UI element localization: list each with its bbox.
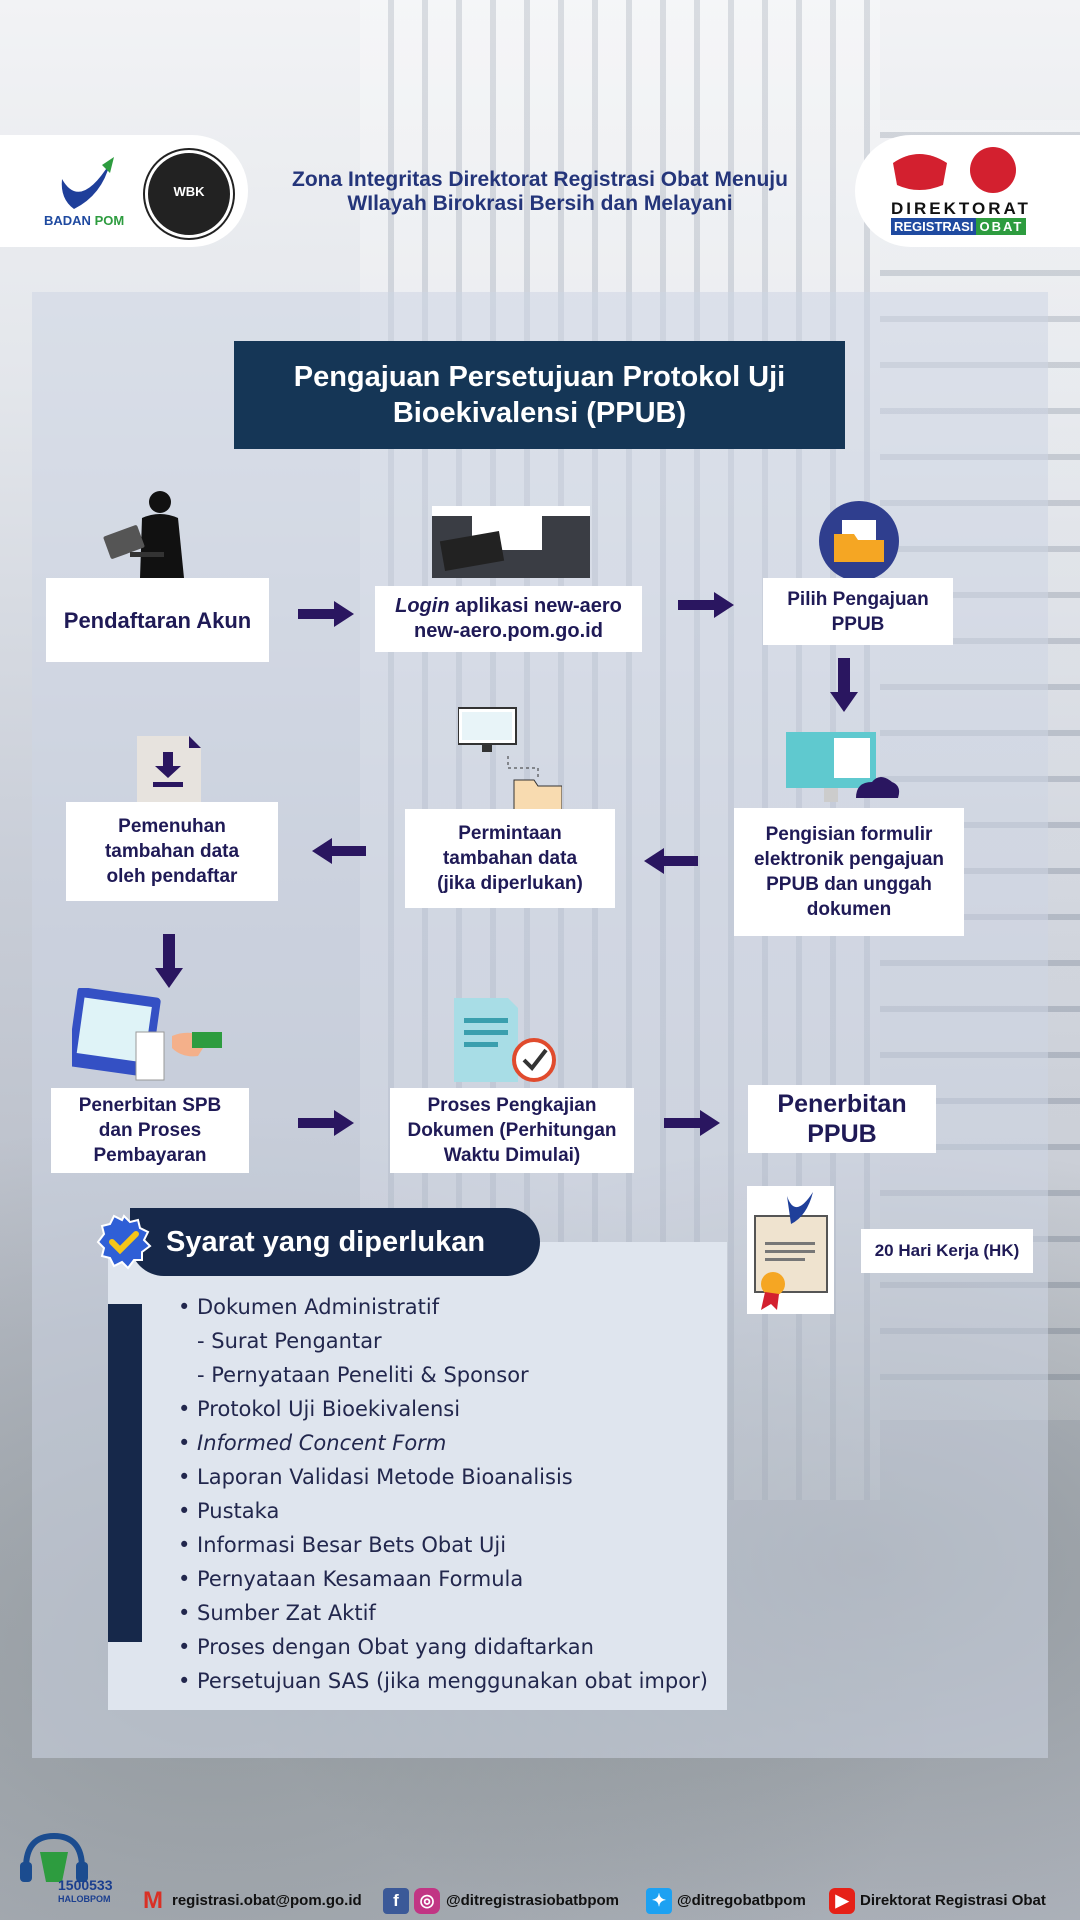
list-item: Sumber Zat Aktif [178,1596,708,1630]
hotline-headset-icon [20,1832,88,1882]
arrow-left-icon [644,848,698,874]
twitter-icon[interactable]: ✦ [646,1888,672,1914]
list-item: Laporan Validasi Metode Bioanalisis [178,1460,708,1494]
duration-label: 20 Hari Kerja (HK) [861,1229,1033,1273]
list-item: - Surat Pengantar [197,1329,382,1353]
arrow-right-icon [298,601,354,627]
header-title: Zona Integritas Direktorat Registrasi Ob… [292,168,788,215]
download-document-icon [137,736,201,802]
bpom-logo-icon [61,157,114,209]
arrow-down-icon [830,658,858,712]
payment-card-icon [72,988,222,1081]
list-item: Pustaka [178,1494,708,1528]
arrow-right-icon [664,1110,720,1136]
arrow-right-icon [678,592,734,618]
list-item: Protokol Uji Bioekivalensi [178,1392,708,1426]
arrow-down-icon [155,934,183,988]
twitter-handle[interactable]: @ditregobatbpom [677,1892,806,1909]
document-review-icon [454,998,556,1082]
computer-to-folder-icon [458,707,562,812]
folder-icon [819,501,899,581]
certificate-icon [747,1186,834,1314]
list-item: Persetujuan SAS (jika menggunakan obat i… [178,1664,708,1698]
footer: 1500533 HALOBPOM M registrasi.obat@pom.g… [0,1828,1080,1920]
list-item: Pernyataan Kesamaan Formula [178,1562,708,1596]
direktorat-label: DIREKTORAT [891,199,1031,218]
requirements-list: Dokumen Administratif - Surat Pengantar … [178,1290,708,1698]
requirements-accent-bar [108,1304,142,1642]
header-logos-left: BADAN POM WBK [0,135,248,247]
hotline-label: 1500533 HALOBPOM [58,1877,113,1904]
list-item: Informed Concent Form [178,1426,708,1460]
arrow-left-icon [312,838,366,864]
list-item: - Pernyataan Peneliti & Sponsor [197,1363,529,1387]
wbk-seal-icon: WBK [145,150,233,238]
campaign-badge-icon [970,147,1016,193]
email-link[interactable]: registrasi.obat@pom.go.id [172,1892,362,1909]
social-handle-fb-ig[interactable]: @ditregistrasiobatbpom [446,1892,619,1909]
mask-campaign-icon [893,154,947,190]
requirements-title: Syarat yang diperlukan [130,1208,540,1276]
instagram-icon[interactable]: ◎ [414,1888,440,1914]
youtube-icon[interactable]: ▶ [829,1888,855,1914]
list-item: Proses dengan Obat yang didaftarkan [178,1630,708,1664]
verified-badge-icon [96,1214,152,1270]
youtube-channel[interactable]: Direktorat Registrasi Obat [860,1892,1046,1909]
website-screenshot-icon [432,506,590,578]
list-item: Informasi Besar Bets Obat Uji [178,1528,708,1562]
computer-upload-icon [786,732,900,802]
step-pendaftaran-akun: Pendaftaran Akun [46,578,269,662]
woman-laptop-icon [103,491,184,578]
facebook-icon[interactable]: f [383,1888,409,1914]
arrow-right-icon [298,1110,354,1136]
bpom-logo-text: BADAN POM [44,213,125,228]
email-icon: M [143,1887,163,1914]
list-item: Dokumen Administratif [178,1290,708,1324]
